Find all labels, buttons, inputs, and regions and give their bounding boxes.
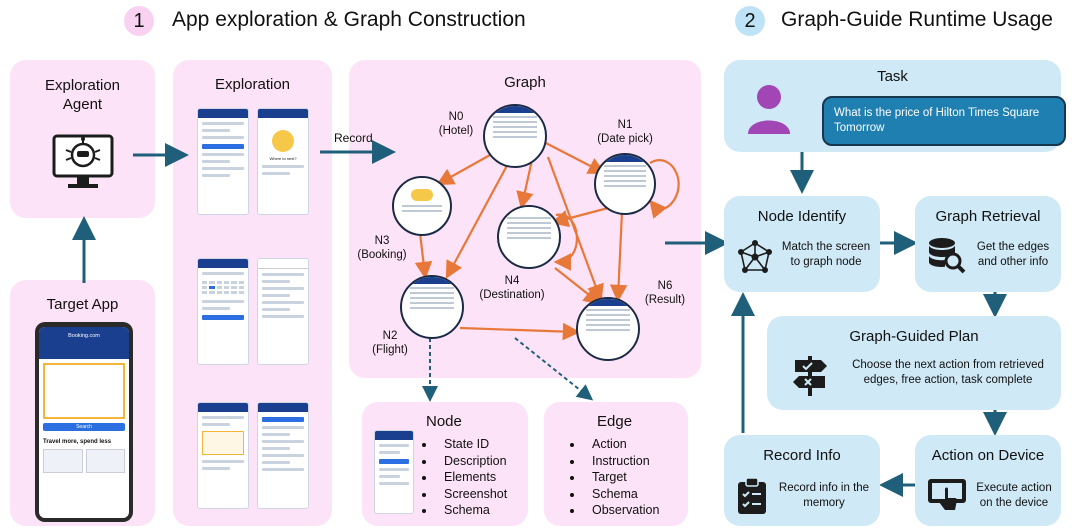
graph-node-n6 (576, 297, 640, 361)
node-label-n3: N3(Booking) (357, 235, 407, 261)
exploration-screenshot-3 (197, 258, 249, 365)
graph-node-n4 (497, 205, 561, 269)
graph-guided-plan-title: Graph-Guided Plan (849, 328, 979, 345)
record-info-title: Record Info (763, 447, 841, 464)
node-screenshot (374, 430, 414, 514)
task-box: Task What is the price of Hilton Times S… (724, 60, 1066, 152)
graph-node-n0 (483, 104, 547, 168)
network-graph-icon (738, 240, 772, 273)
edge-n0-n1 (539, 139, 606, 175)
edge-attr: Observation (584, 502, 659, 519)
edge-n1-n4 (550, 206, 609, 228)
database-search-icon (929, 238, 966, 274)
node-detail-box: Node State ID Description Elements Scree… (362, 402, 528, 526)
node-attr: State ID (436, 436, 507, 453)
node-attributes-list: State ID Description Elements Screenshot… (418, 436, 507, 519)
record-info-box: Record Info Record info in the memory (724, 435, 880, 526)
graph-guided-plan-text: Choose the next action from retrieved ed… (852, 359, 1044, 386)
node-identify-text: Match the screen to graph node (781, 241, 871, 268)
exploration-screenshot-1 (197, 108, 249, 215)
exploration-agent-title: Exploration Agent (44, 77, 121, 113)
exploration-screenshot-4 (257, 258, 309, 365)
node-attr: Elements (436, 469, 507, 486)
node-attr: Screenshot (436, 486, 507, 503)
touch-screen-icon (928, 479, 966, 510)
robot-monitor-icon (52, 134, 114, 188)
edge-n1-n6 (609, 211, 628, 303)
exploration-title: Exploration (214, 76, 291, 93)
section-1-title: App exploration & Graph Construction (172, 8, 526, 31)
graph-retrieval-text: Get the edges and other info (976, 241, 1050, 268)
graph-retrieval-title: Graph Retrieval (935, 208, 1041, 225)
target-app-box: Target App Booking.com Search Travel mor… (10, 280, 155, 526)
node-attr: Schema (436, 502, 507, 519)
exploration-screenshot-6 (257, 402, 309, 509)
edge-detail-box: Edge Action Instruction Target Schema Ob… (544, 402, 688, 526)
edge-attr: Action (584, 436, 659, 453)
edge-attr: Schema (584, 486, 659, 503)
section-2-title: Graph-Guide Runtime Usage (781, 8, 1053, 31)
signpost-icon (793, 356, 827, 396)
node-label-n6: N6(Result) (644, 280, 686, 306)
edge-n3-n2 (414, 232, 433, 280)
node-detail-title: Node (426, 413, 462, 430)
record-label: Record (334, 131, 373, 145)
clipboard-icon (738, 477, 766, 514)
edge-detail-title: Edge (597, 413, 633, 430)
exploration-box: Exploration Where to next? (173, 60, 332, 526)
app-header: Booking.com (39, 327, 129, 359)
edge-n0-n2 (445, 159, 511, 279)
arrow-edge-detail (514, 337, 594, 401)
edge-attr: Instruction (584, 453, 659, 470)
action-on-device-title: Action on Device (931, 447, 1045, 464)
node-identify-box: Node Identify Match the screen to graph … (724, 196, 880, 292)
edge-n1-self (649, 159, 680, 219)
target-app-title: Target App (46, 296, 119, 313)
edge-n0-n4 (516, 159, 534, 210)
record-info-text: Record info in the memory (778, 482, 870, 509)
graph-node-n1 (594, 153, 656, 215)
edge-n4-n6 (554, 267, 602, 305)
section-1-number: 1 (124, 6, 154, 36)
node-attr: Description (436, 453, 507, 470)
task-speech-bubble: What is the price of Hilton Times Square… (822, 96, 1066, 146)
exploration-agent-box: Exploration Agent (10, 60, 155, 218)
edge-attributes-list: Action Instruction Target Schema Observa… (566, 436, 659, 519)
action-on-device-box: Action on Device Execute action on the d… (915, 435, 1061, 526)
edge-n4-self (553, 213, 578, 271)
section-2-number: 2 (735, 6, 765, 36)
action-on-device-text: Execute action on the device (976, 482, 1052, 509)
phone-mockup: Booking.com Search Travel more, spend le… (35, 322, 133, 522)
node-identify-title: Node Identify (757, 208, 847, 225)
graph-guided-plan-box: Graph-Guided Plan Choose the next action… (767, 316, 1061, 410)
node-label-n1: N1(Date pick) (597, 119, 653, 145)
edge-attr: Target (584, 469, 659, 486)
graph-node-n2 (400, 275, 464, 339)
edge-n0-n3 (436, 154, 491, 186)
exploration-screenshot-5 (197, 402, 249, 509)
node-label-n0: N0(Hotel) (438, 111, 474, 137)
promo-heading: Travel more, spend less (43, 439, 112, 445)
exploration-screenshot-2: Where to next? (257, 108, 309, 215)
graph-retrieval-box: Graph Retrieval Get the edges and other … (915, 196, 1061, 292)
graph-title: Graph (504, 74, 546, 91)
node-label-n2: N2(Flight) (372, 330, 408, 356)
edge-n0-n6 (546, 156, 604, 303)
task-title: Task (877, 68, 908, 85)
graph-node-n3 (392, 176, 452, 236)
search-button[interactable]: Search (43, 423, 125, 431)
node-label-n4: N4(Destination) (479, 275, 545, 301)
edge-n2-n6 (459, 322, 581, 341)
user-avatar-icon (748, 85, 790, 134)
